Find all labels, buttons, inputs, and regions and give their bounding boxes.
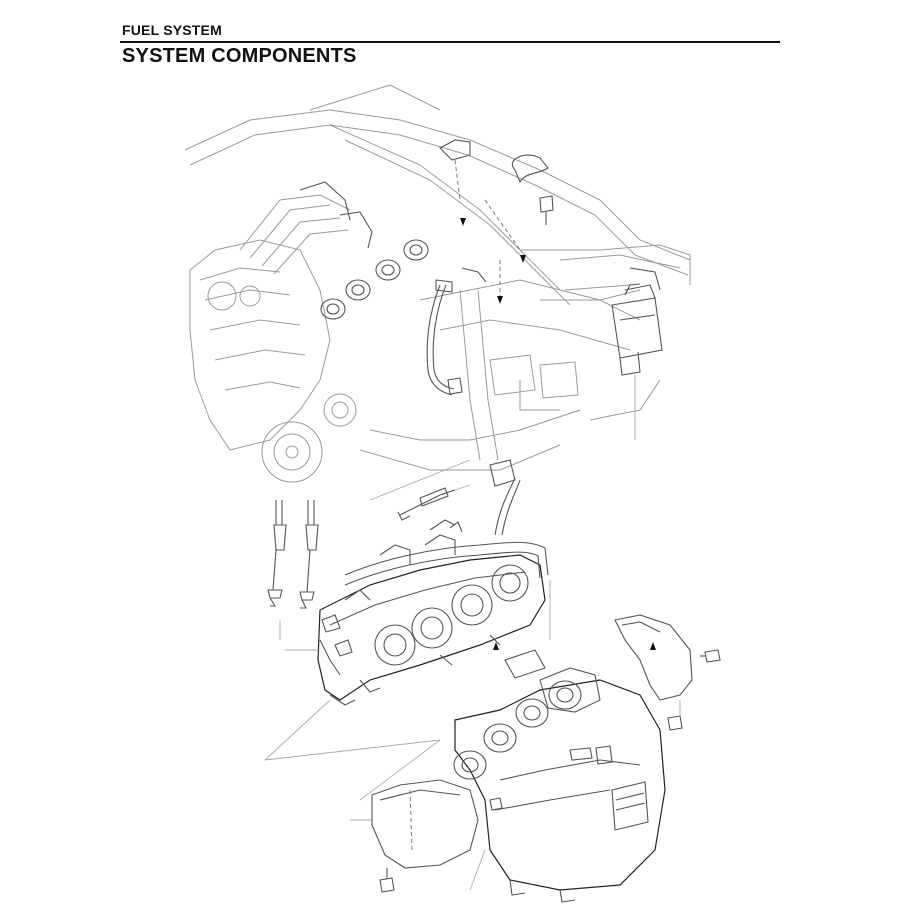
leader-line (369, 459, 471, 501)
leader-line (359, 739, 441, 801)
air-cleaner-cover (371, 779, 479, 893)
leader-line (469, 849, 486, 891)
arrow-marker (520, 255, 526, 263)
arrow-marker (650, 642, 656, 650)
fuel-hose (426, 267, 487, 396)
ignition-control-module (611, 267, 663, 440)
carburetor-assembly (317, 459, 549, 706)
section-label: FUEL SYSTEM (122, 22, 222, 38)
page-title: SYSTEM COMPONENTS (122, 45, 357, 67)
leader-line (264, 699, 331, 761)
arrow-marker (493, 642, 499, 650)
air-cleaner-housing (453, 649, 666, 903)
side-cover (614, 614, 721, 731)
arrow-marker (497, 296, 503, 304)
choke-cable (397, 484, 471, 521)
header-rule (120, 41, 780, 43)
leader-line (264, 739, 441, 761)
motorcycle-frame-and-engine (184, 84, 691, 483)
throttle-cables (267, 500, 319, 609)
arrow-marker (460, 218, 466, 226)
clamps-and-bolts (439, 139, 554, 300)
